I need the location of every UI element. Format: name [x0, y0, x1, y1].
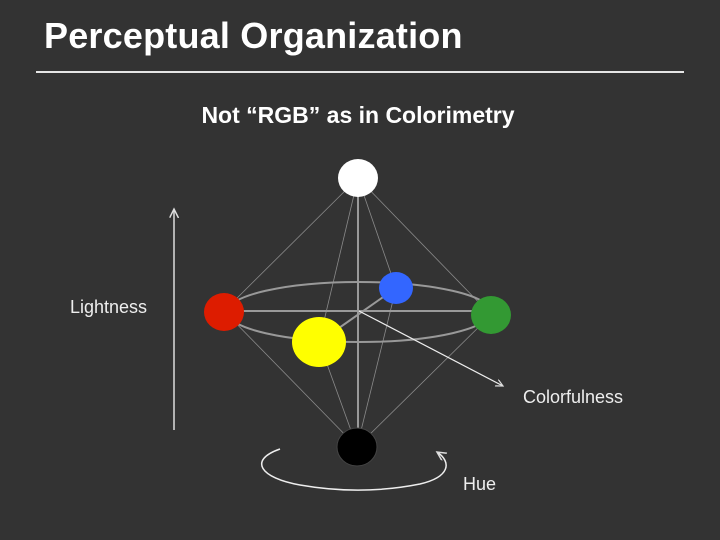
colorfulness-arrow: [358, 310, 503, 386]
edge-white-green: [357, 177, 492, 316]
yellow-node: [292, 317, 346, 367]
hue-arrow: [260, 448, 446, 491]
red-node: [204, 293, 244, 331]
edge-white-red: [223, 177, 359, 312]
slide-subtitle: Not “RGB” as in Colorimetry: [201, 102, 515, 128]
white-node: [338, 159, 378, 197]
green-node: [471, 296, 511, 334]
title-divider: [36, 71, 684, 73]
black-node: [336, 427, 378, 467]
hue-label: Hue: [463, 474, 497, 494]
edge-black-blue: [356, 287, 397, 448]
edge-white-blue: [357, 177, 397, 289]
axes: [224, 190, 491, 440]
lightness-label: Lightness: [70, 297, 148, 317]
edge-black-red: [223, 310, 358, 448]
blue-node: [379, 272, 413, 304]
slide-title: Perceptual Organization: [44, 15, 463, 56]
edge-black-green: [356, 314, 492, 448]
colorfulness-label: Colorfulness: [523, 387, 624, 407]
edge-white-yellow: [318, 177, 359, 343]
